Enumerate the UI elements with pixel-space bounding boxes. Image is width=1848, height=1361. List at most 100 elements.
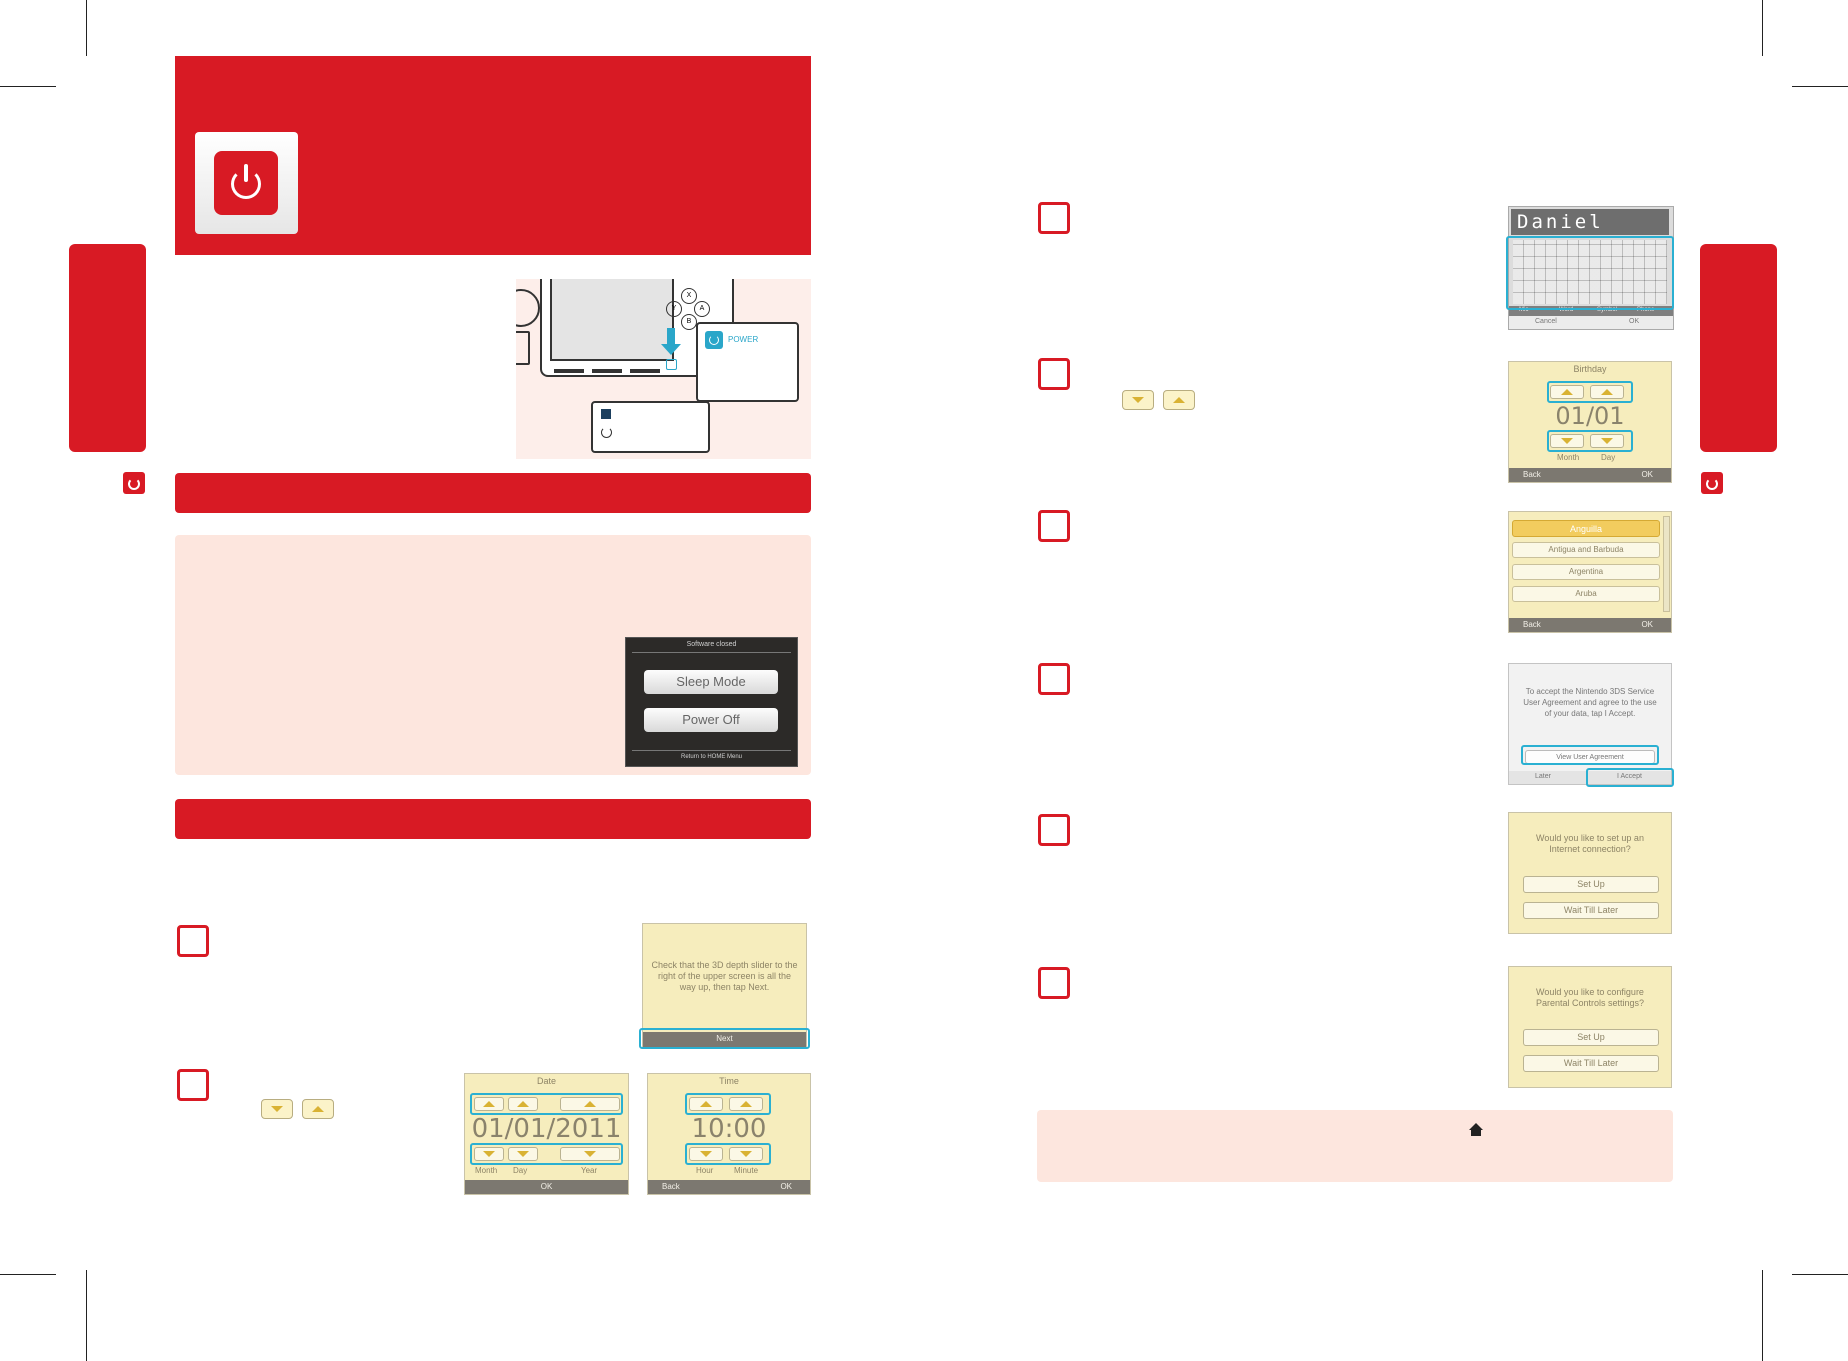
step-box [1038,967,1070,999]
hour-up-button[interactable] [689,1097,723,1111]
time-title: Time [719,1076,739,1086]
return-home-label[interactable]: Return to HOME Menu [680,754,743,760]
crop-mark [86,0,87,56]
mode-symbol[interactable]: Symbol [1597,307,1618,313]
up-arrow-button [302,1099,334,1119]
crop-mark [86,1270,87,1361]
device-hinge-right [630,369,660,373]
side-tab-left [69,244,146,452]
minute-up-button[interactable] [729,1097,763,1111]
arrow-up-icon [1561,389,1573,395]
step-box [177,1069,209,1101]
cancel-button-label[interactable]: Cancel [1535,318,1557,325]
next-button-label[interactable]: Next [716,1034,733,1043]
setup-button[interactable]: Set Up [1523,876,1659,893]
mode-phone[interactable]: Phone [1637,307,1655,313]
month-up-button[interactable] [1550,385,1584,399]
power-off-label: Power Off [682,712,740,727]
setup-button[interactable]: Set Up [1523,1029,1659,1046]
birthday-down-highlight [1547,430,1633,452]
d-pad-icon [516,331,530,365]
ok-button-label[interactable]: OK [1629,318,1640,325]
country-bottom-bar: Back OK [1509,618,1671,632]
birthday-bottom-bar: Back OK [1509,468,1671,482]
month-down-button[interactable] [1550,434,1584,448]
day-down-button[interactable] [508,1147,538,1161]
crop-mark [1762,1270,1763,1361]
side-tab-right [1700,244,1777,452]
day-up-button[interactable] [508,1097,538,1111]
back-button-label[interactable]: Back [1523,470,1541,479]
back-button-label[interactable]: Back [662,1182,680,1191]
arrow-down-icon [584,1151,596,1157]
country-scrollbar[interactable] [1663,516,1670,612]
accept-button-label[interactable]: I Accept [1617,773,1642,780]
step-box [1038,814,1070,846]
next-button-highlight [639,1028,810,1049]
internet-screen: Would you like to set up an Internet con… [1508,812,1672,934]
internet-text: Would you like to set up an Internet con… [1536,833,1644,854]
hour-label: Hour [696,1166,714,1175]
wait-later-button[interactable]: Wait Till Later [1523,902,1659,919]
day-up-button[interactable] [1590,385,1624,399]
month-down-button[interactable] [474,1147,504,1161]
country-item[interactable]: Argentina [1512,564,1660,580]
parental-screen: Would you like to configure Parental Con… [1508,966,1672,1088]
name-field[interactable]: Daniel [1511,209,1669,235]
later-button-label[interactable]: Later [1535,773,1551,780]
keyboard-bottom-bar: Cancel OK [1509,316,1673,329]
date-down-highlight [470,1143,623,1165]
home-icon-body [1471,1129,1481,1136]
power-off-button[interactable]: Power Off [644,708,778,732]
hour-down-button[interactable] [689,1147,723,1161]
step-box [1038,510,1070,542]
arrow-up-icon [517,1101,529,1107]
arrow-down-icon [667,328,675,346]
arrow-up-icon [312,1106,324,1112]
power-callout: POWER [696,322,799,402]
month-up-button[interactable] [474,1097,504,1111]
button-x: X [681,288,697,304]
arrow-down-icon [517,1151,529,1157]
up-arrow-button [1163,390,1195,410]
circle-pad [516,289,540,327]
arrow-down-icon [1132,397,1144,403]
year-down-button[interactable] [560,1147,620,1161]
device-hinge-mid [592,369,622,373]
agreement-bottom-bar: Later I Accept [1509,771,1671,784]
ok-button-label[interactable]: OK [540,1182,553,1191]
step-box [1038,358,1070,390]
mode-word[interactable]: Word [1559,307,1574,313]
ok-button-label[interactable]: OK [780,1182,792,1191]
country-item[interactable]: Aruba [1512,586,1660,602]
device-hinge-left [554,369,584,373]
arrow-down-icon [1601,438,1613,444]
date-bottom-bar: OK [465,1180,628,1194]
button-y: Y [666,301,682,317]
crop-mark [1762,0,1763,56]
date-title: Date [536,1076,556,1086]
sleep-menu-divider [632,750,791,751]
ok-button-label[interactable]: OK [1641,470,1653,479]
country-item-selected[interactable]: Anguilla [1512,520,1660,537]
minute-label: Minute [734,1166,759,1175]
ok-button-label[interactable]: OK [1641,620,1653,629]
device-lower-screen [550,279,674,361]
arrow-up-icon [700,1101,712,1107]
keyboard-grid[interactable] [1513,240,1667,304]
power-label: POWER [728,335,759,344]
mode-mic[interactable]: Mic [1519,307,1529,313]
minute-down-button[interactable] [729,1147,763,1161]
section-bar-turning-off [175,473,811,513]
power-icon [1706,478,1718,490]
country-item[interactable]: Antigua and Barbuda [1512,542,1660,558]
wait-later-button[interactable]: Wait Till Later [1523,1055,1659,1072]
agreement-text: To accept the Nintendo 3DS Service User … [1523,687,1657,718]
sleep-menu-divider [632,652,791,653]
year-up-button[interactable] [560,1097,620,1111]
power-icon [601,427,612,438]
sleep-mode-button[interactable]: Sleep Mode [644,670,778,694]
arrow-up-icon [740,1101,752,1107]
back-button-label[interactable]: Back [1523,620,1541,629]
day-down-button[interactable] [1590,434,1624,448]
